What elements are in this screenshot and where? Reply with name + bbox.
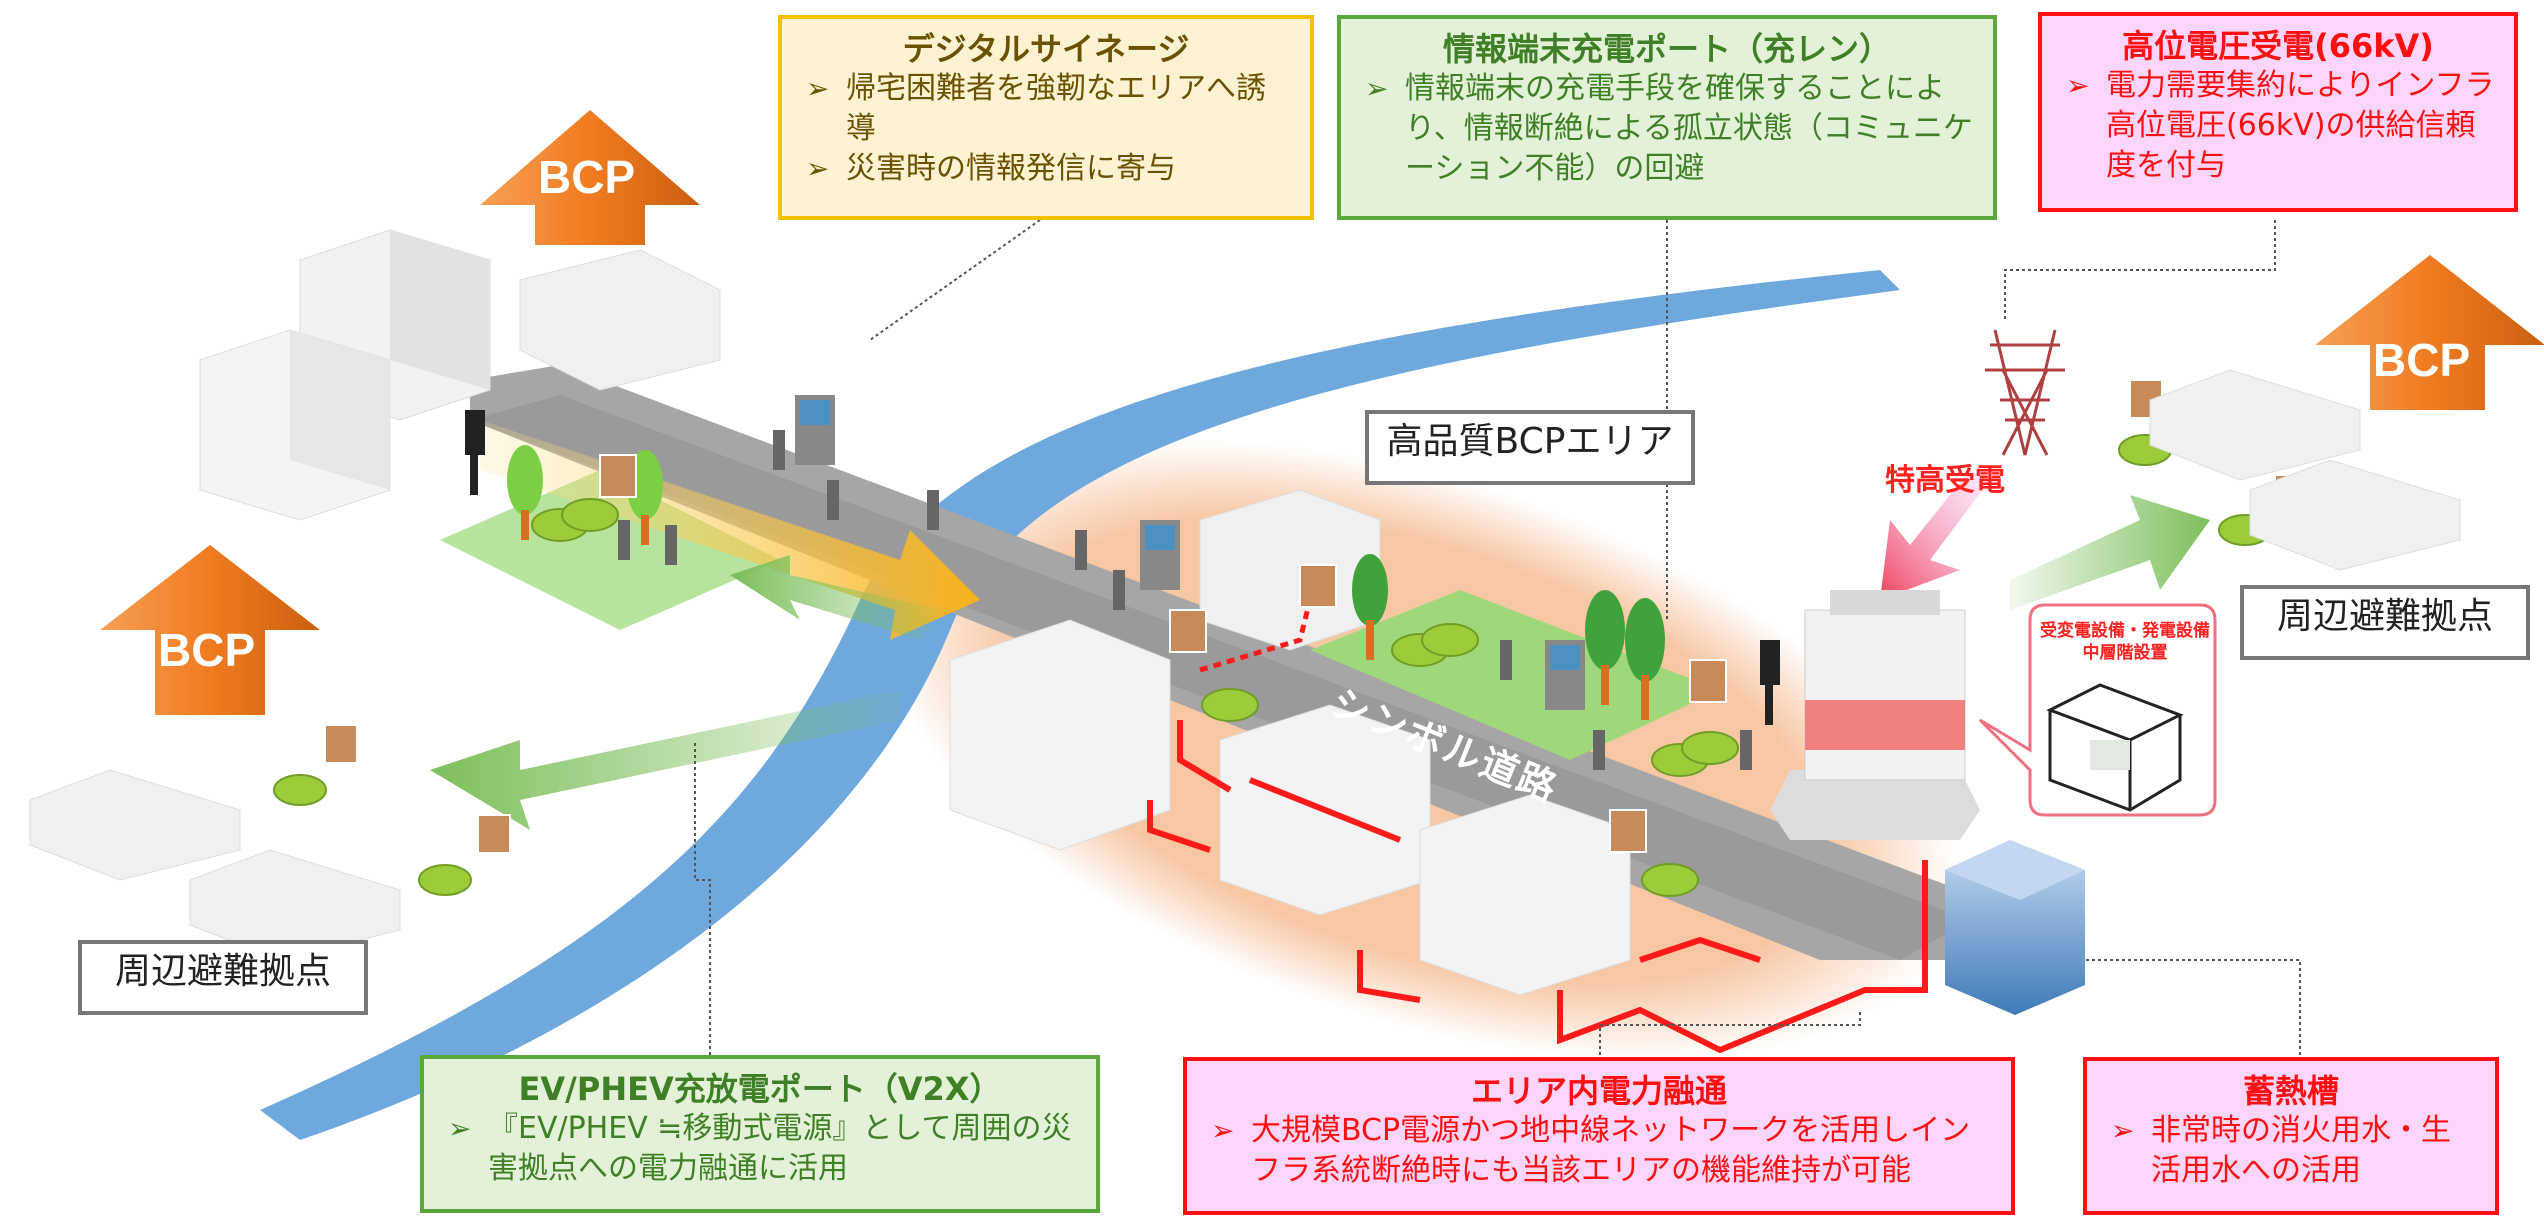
callout-item-text: 帰宅困難者を強靭なエリアへ誘導 xyxy=(846,71,1266,146)
callout-title: EV/PHEV充放電ポート（V2X） xyxy=(518,1070,1002,1108)
bcp-label-right: BCP xyxy=(2373,334,2471,386)
charging-stands xyxy=(465,410,1780,725)
power-dotted-link xyxy=(1199,599,1313,673)
equipment-label-line1: 受変電設備・発電設備 xyxy=(2040,621,2210,641)
callout-item-text: 災害時の情報発信に寄与 xyxy=(846,151,1176,186)
callout-item: ➢ 非常時の消火用水・生活用水への活用 xyxy=(2105,1111,2477,1191)
callout-digital-signage: デジタルサイネージ ➢ 帰宅困難者を強靭なエリアへ誘導 ➢ 災害時の情報発信に寄与 xyxy=(778,15,1314,220)
callout-v2x: EV/PHEV充放電ポート（V2X） ➢ 『EV/PHEV ≒移動式電源』として周… xyxy=(420,1055,1100,1213)
arrow-bullet-icon: ➢ xyxy=(448,1112,472,1145)
arrow-bullet-icon: ➢ xyxy=(2066,69,2090,102)
digital-signage-kiosks xyxy=(795,395,1585,710)
river xyxy=(260,270,1900,1140)
callout-charging-port: 情報端末充電ポート（充レン） ➢ 情報端末の充電手段を確保することにより、情報断絶… xyxy=(1337,15,1997,220)
core-tower-building xyxy=(1770,590,1980,840)
bcp-arrow-icon xyxy=(100,110,2544,715)
transmission-tower-icon xyxy=(1985,329,2065,456)
callout-title: 高位電圧受電(66kV) xyxy=(2122,27,2434,65)
receive-arrow xyxy=(1880,470,1990,600)
arrow-bullet-icon: ➢ xyxy=(2111,1114,2135,1147)
power-network-lines xyxy=(1147,720,1928,1054)
callout-item-text: 電力需要集約によりインフラ高位電圧(66kV)の供給信頼度を付与 xyxy=(2106,68,2495,183)
callout-item: ➢ 大規模BCP電源かつ地中線ネットワークを活用しインフラ系統断絶時にも当該エリア… xyxy=(1205,1111,1993,1191)
buildings-left-cluster xyxy=(199,229,721,521)
callout-title: エリア内電力融通 xyxy=(1470,1072,1727,1110)
heat-storage-tank xyxy=(1945,840,2085,1015)
callout-item-text: 大規模BCP電源かつ地中線ネットワークを活用しインフラ系統断絶時にも当該エリアの… xyxy=(1251,1113,1971,1188)
extra-high-receive-label: 特高受電 xyxy=(1885,463,2005,498)
arrow-bullet-icon: ➢ xyxy=(806,72,830,105)
callout-high-voltage: 高位電圧受電(66kV) ➢ 電力需要集約によりインフラ高位電圧(66kV)の供給… xyxy=(2038,12,2518,212)
evacuation-base-label-left: 周辺避難拠点 xyxy=(78,940,368,1015)
callout-title: 蓄熱槽 xyxy=(2242,1072,2339,1110)
callout-title: デジタルサイネージ xyxy=(902,30,1190,68)
callout-item: ➢ 災害時の情報発信に寄与 xyxy=(800,149,1292,189)
flow-arrow-left-upper xyxy=(730,555,940,640)
arrow-bullet-icon: ➢ xyxy=(806,152,830,185)
callout-heat-storage: 蓄熱槽 ➢ 非常時の消火用水・生活用水への活用 xyxy=(2083,1057,2499,1215)
callout-area-power: エリア内電力融通 ➢ 大規模BCP電源かつ地中線ネットワークを活用しインフラ系統断… xyxy=(1183,1057,2015,1215)
trees xyxy=(507,445,1665,720)
arrow-bullet-icon: ➢ xyxy=(1211,1114,1235,1147)
equipment-label-line2: 中層階設置 xyxy=(2082,643,2168,663)
arrow-bullet-icon: ➢ xyxy=(1365,72,1389,105)
flow-arrow-left-lower xyxy=(430,690,900,830)
people xyxy=(618,430,1752,770)
evacuation-base-label-right: 周辺避難拠点 xyxy=(2240,585,2530,660)
callout-item-text: 『EV/PHEV ≒移動式電源』として周囲の災害拠点への電力融通に活用 xyxy=(488,1111,1072,1186)
callout-item-text: 情報端末の充電手段を確保することにより、情報断絶による孤立状態（コミュニケーショ… xyxy=(1405,71,1973,186)
high-quality-bcp-area-label: 高品質BCPエリア xyxy=(1365,410,1695,485)
callout-item: ➢ 帰宅困難者を強靭なエリアへ誘導 xyxy=(800,69,1292,149)
callout-item-text: 非常時の消火用水・生活用水への活用 xyxy=(2151,1113,2451,1188)
evacuation-buildings xyxy=(29,369,2461,961)
equipment-label: 受変電設備・発電設備 中層階設置 xyxy=(2035,620,2215,664)
bcp-label-left: BCP xyxy=(158,624,256,676)
callout-item: ➢ 電力需要集約によりインフラ高位電圧(66kV)の供給信頼度を付与 xyxy=(2060,66,2496,186)
flow-arrow-right xyxy=(2010,495,2210,610)
callout-item: ➢ 『EV/PHEV ≒移動式電源』として周囲の災害拠点への電力融通に活用 xyxy=(442,1109,1078,1189)
bcp-label-top: BCP xyxy=(538,151,636,203)
mid-floor-equipment-bubble xyxy=(1978,603,2217,817)
callout-item: ➢ 情報端末の充電手段を確保することにより、情報断絶による孤立状態（コミュニケーシ… xyxy=(1359,69,1975,189)
plaza-center xyxy=(1310,590,1720,760)
callout-title: 情報端末充電ポート（充レン） xyxy=(1442,30,1891,68)
